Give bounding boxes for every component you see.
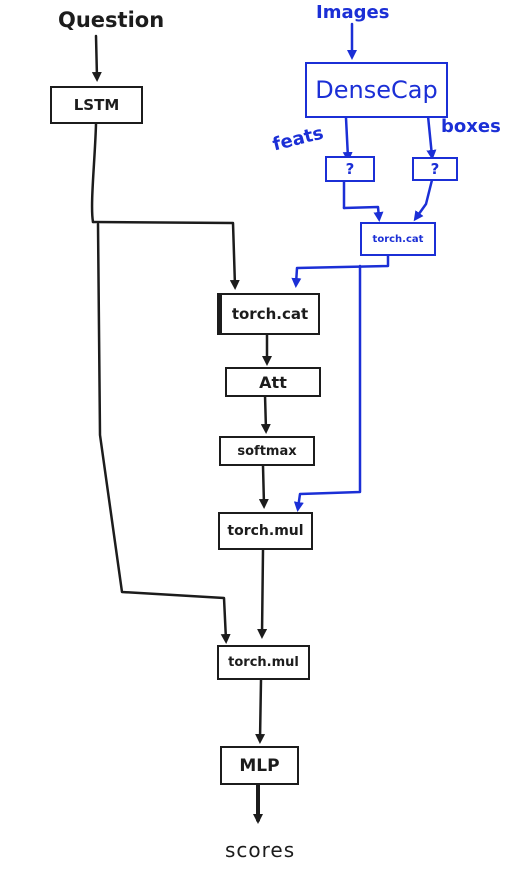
densecap-label: DenseCap [315, 76, 438, 104]
torch-mul-1-label: torch.mul [227, 523, 304, 539]
images-label: Images [316, 2, 390, 23]
edge-densecap-boxes [426, 114, 437, 160]
edge-torch-small-to-torch-cat [291, 254, 390, 288]
softmax-node: softmax [219, 436, 315, 466]
att-node: Att [225, 367, 321, 397]
torch-mul-2-label: torch.mul [228, 655, 299, 670]
boxes-question-node: ? [412, 157, 458, 181]
edge-lstm-split [90, 122, 98, 224]
boxes-edge-label: boxes [441, 116, 501, 137]
question-label: Question [58, 8, 165, 32]
scores-label: scores [225, 838, 296, 862]
lstm-label: LSTM [73, 96, 120, 114]
edge-lstm-to-torch-mul-2 [96, 222, 231, 644]
feats-question-node: ? [325, 156, 375, 182]
edge-boxes-q-to-torch-small [413, 178, 434, 222]
edge-softmax-to-torch-mul-1 [258, 464, 269, 509]
edge-lstm-to-torch-cat [91, 220, 240, 290]
densecap-node: DenseCap [305, 62, 448, 118]
edge-att-to-softmax [260, 393, 271, 434]
edge-torch-mul-2-to-mlp [255, 678, 266, 744]
edge-torch-mul-1-to-torch-mul-2 [257, 548, 268, 639]
lstm-node: LSTM [50, 86, 143, 124]
mlp-label: MLP [239, 755, 280, 776]
att-label: Att [259, 372, 287, 392]
torch-cat-node: torch.cat [217, 293, 320, 335]
torch-mul-2-node: torch.mul [217, 645, 310, 680]
edge-feats-q-to-torch-small [342, 205, 384, 222]
softmax-label: softmax [237, 443, 297, 459]
torch-mul-1-node: torch.mul [218, 512, 313, 550]
torch-cat-label: torch.cat [231, 305, 309, 323]
boxes-question-label: ? [430, 160, 440, 178]
edge-torch-small-to-torch-mul-1 [293, 264, 362, 512]
feats-question-label: ? [345, 160, 355, 178]
edge-densecap-feats [342, 116, 353, 162]
torch-small-node: torch.cat [360, 222, 436, 256]
torch-small-label: torch.cat [372, 233, 424, 245]
mlp-node: MLP [220, 746, 299, 785]
edge-question-to-lstm [91, 34, 102, 82]
